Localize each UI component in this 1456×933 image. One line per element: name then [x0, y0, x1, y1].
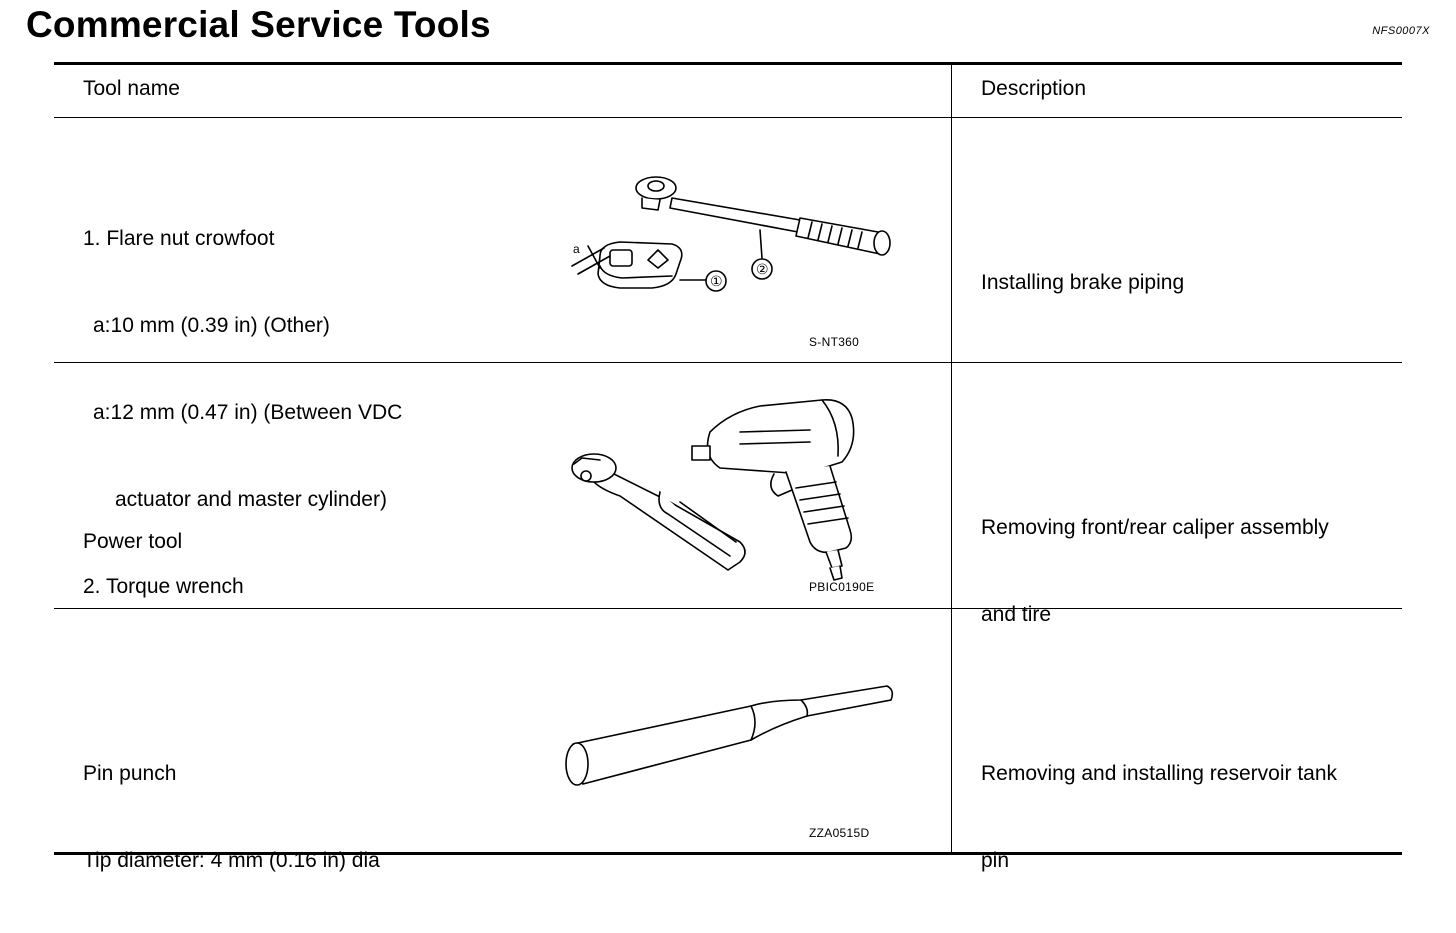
figure-code: PBIC0190E: [809, 580, 875, 594]
dimension-label: a: [573, 242, 580, 256]
row-divider: [54, 362, 1402, 363]
tool-name-cell: 1. Flare nut crowfoot a:10 mm (0.39 in) …: [83, 166, 402, 659]
header-tool-name: Tool name: [83, 77, 180, 100]
tool-line: Tip diameter: 4 mm (0.16 in) dia: [83, 849, 380, 872]
column-divider: [951, 64, 952, 854]
description-cell: Removing front/rear caliper assembly and…: [981, 455, 1329, 687]
description-line: Installing brake piping: [981, 271, 1185, 294]
tool-name-cell: Pin punch Tip diameter: 4 mm (0.16 in) d…: [83, 701, 380, 933]
figure-code: S-NT360: [809, 335, 860, 349]
tool-line: Pin punch: [83, 762, 177, 785]
tool-line: 1. Flare nut crowfoot: [83, 227, 275, 250]
header-divider: [54, 117, 1402, 118]
tool-name-cell: Power tool: [83, 469, 182, 614]
power-tool-illustration: [571, 399, 855, 581]
tool-line: Power tool: [83, 530, 183, 553]
table-top-rule: [54, 62, 1402, 65]
callout-label: ②: [756, 262, 769, 278]
row-divider: [54, 608, 1402, 609]
description-line: Removing front/rear caliper assembly: [981, 516, 1329, 539]
document-code: NFS0007X: [1372, 25, 1430, 37]
description-line: pin: [981, 849, 1010, 872]
crowfoot-torque-wrench-illustration: a ① ②: [571, 176, 891, 292]
description-cell: Installing brake piping: [981, 210, 1184, 355]
tool-line: 2. Torque wrench: [83, 575, 244, 598]
tool-line: a:12 mm (0.47 in) (Between VDC: [93, 401, 403, 424]
description-cell: Removing and installing reservoir tank p…: [981, 701, 1337, 933]
description-line: and tire: [981, 603, 1052, 626]
page-title: Commercial Service Tools: [26, 4, 491, 45]
header-description: Description: [981, 77, 1087, 100]
figure-code: ZZA0515D: [809, 826, 870, 840]
tool-line: actuator and master cylinder): [115, 488, 387, 511]
pin-punch-illustration: [565, 685, 894, 786]
description-line: Removing and installing reservoir tank: [981, 762, 1338, 785]
table-bottom-rule: [54, 852, 1402, 855]
tool-line: a:10 mm (0.39 in) (Other): [93, 314, 330, 337]
callout-label: ①: [710, 274, 723, 290]
